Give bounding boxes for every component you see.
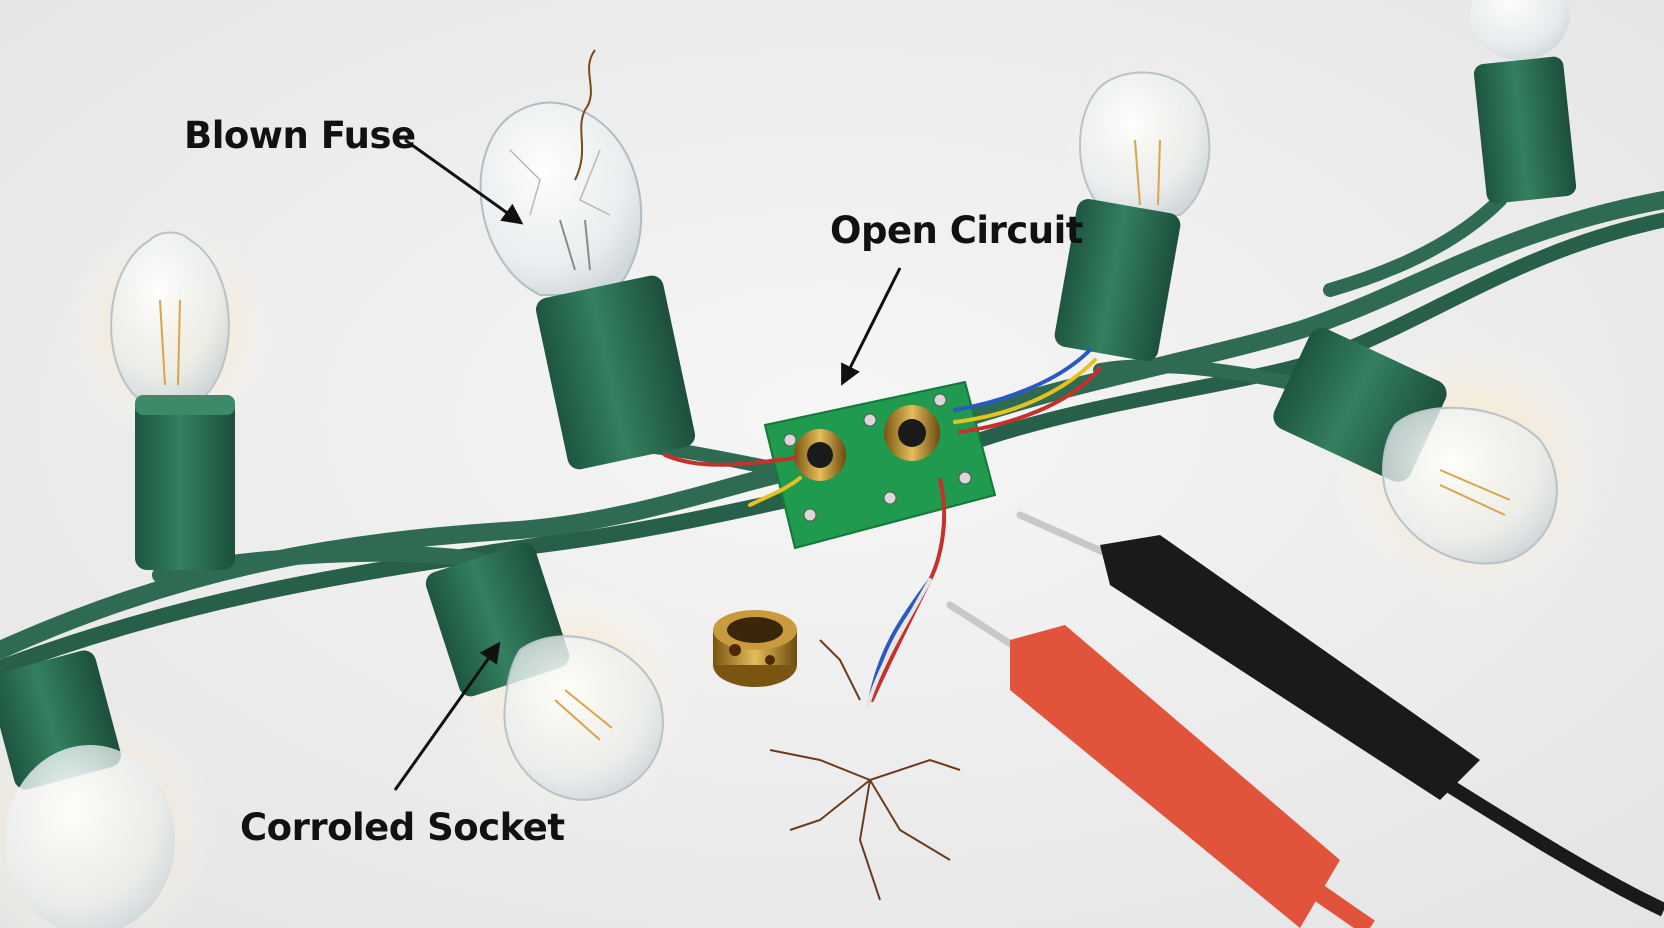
colored-wires [663,348,1102,707]
bulb-top-right [1054,71,1211,362]
bulb-right [1273,328,1558,565]
black-probe [1016,511,1664,917]
label-blown-fuse: Blown Fuse [184,114,416,157]
bulb-corner [1470,0,1577,204]
annotation-open-circuit: Open Circuit [830,209,1083,386]
red-probe [946,601,1375,928]
label-corroded-socket: Corroled Socket [240,806,565,849]
arrow-icon [841,267,902,386]
arrow-icon [393,641,501,791]
annotation-corroded-socket: Corroled Socket [240,641,565,849]
bulb-left [110,231,235,570]
bulb-blown [479,49,696,470]
annotation-blown-fuse: Blown Fuse [184,114,524,225]
label-open-circuit: Open Circuit [830,209,1083,252]
socket [135,395,235,570]
loose-brass-ring [713,610,797,687]
frayed-wire [769,639,961,901]
arrow-icon [404,138,524,225]
socket [1054,199,1181,362]
socket [535,275,696,470]
bulb-corroded [425,543,664,802]
circuit-connector-board [763,380,997,550]
bulb-bottom-left [0,650,175,928]
